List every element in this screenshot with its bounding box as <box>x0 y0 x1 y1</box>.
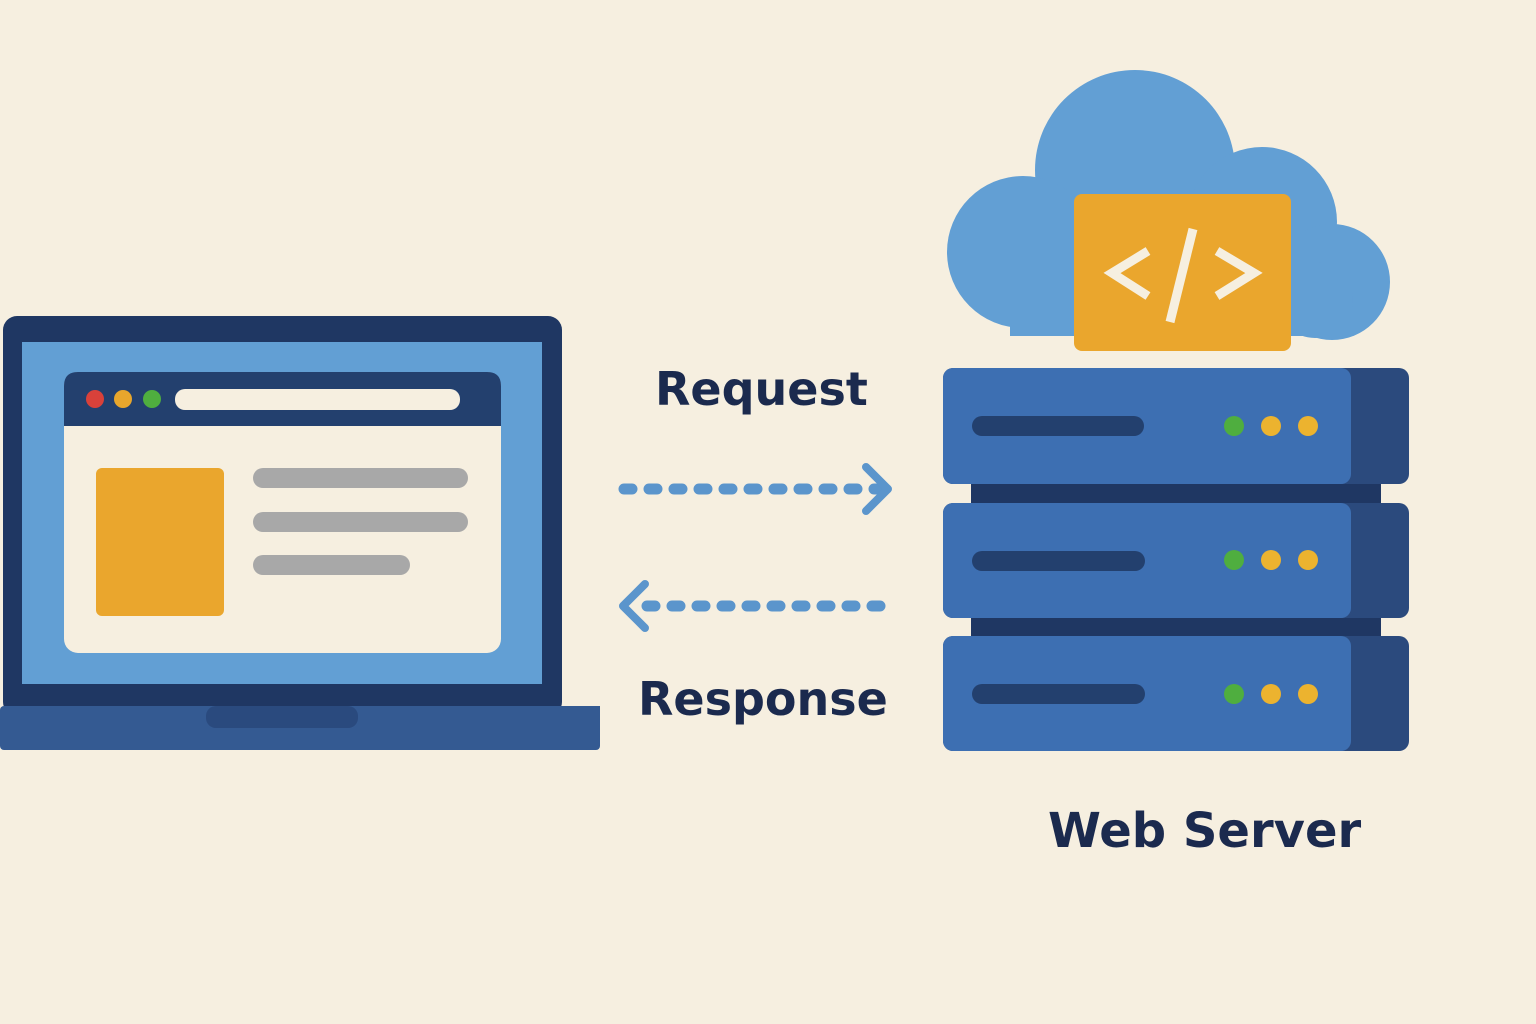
server-light-yellow <box>1261 684 1281 704</box>
server-unit <box>943 368 1409 484</box>
server-rack <box>943 368 1409 751</box>
server-unit <box>943 636 1409 751</box>
server-light-yellow <box>1298 684 1318 704</box>
request-arrow <box>618 463 892 515</box>
server-light-green <box>1224 684 1244 704</box>
server-drive-slot <box>972 416 1144 436</box>
content-line <box>253 468 468 488</box>
server-light-yellow <box>1298 550 1318 570</box>
server-light-yellow <box>1261 416 1281 436</box>
server-light-green <box>1224 550 1244 570</box>
address-bar <box>175 389 460 410</box>
server-unit <box>943 503 1409 618</box>
response-arrowhead <box>619 580 649 632</box>
code-bracket-right-icon <box>1214 247 1263 300</box>
code-slash-icon <box>1165 227 1198 324</box>
server-drive-slot <box>972 551 1145 571</box>
code-bracket-left-icon <box>1103 247 1151 300</box>
laptop-base-corner <box>586 706 600 750</box>
response-label: Response <box>638 672 888 726</box>
laptop <box>0 316 600 750</box>
request-arrowhead <box>862 463 892 515</box>
server-light-yellow <box>1298 416 1318 436</box>
window-dot-yellow <box>114 390 132 408</box>
window-dot-green <box>143 390 161 408</box>
window-dot-red <box>86 390 104 408</box>
request-label: Request <box>655 362 868 416</box>
content-line <box>253 512 468 532</box>
content-line <box>253 555 410 575</box>
content-image-block <box>96 468 224 616</box>
laptop-notch <box>206 706 358 728</box>
code-box <box>1074 194 1291 351</box>
web-server-label: Web Server <box>1048 803 1362 859</box>
response-arrow <box>619 580 886 632</box>
server-light-yellow <box>1261 550 1281 570</box>
server-drive-slot <box>972 684 1145 704</box>
server-light-green <box>1224 416 1244 436</box>
